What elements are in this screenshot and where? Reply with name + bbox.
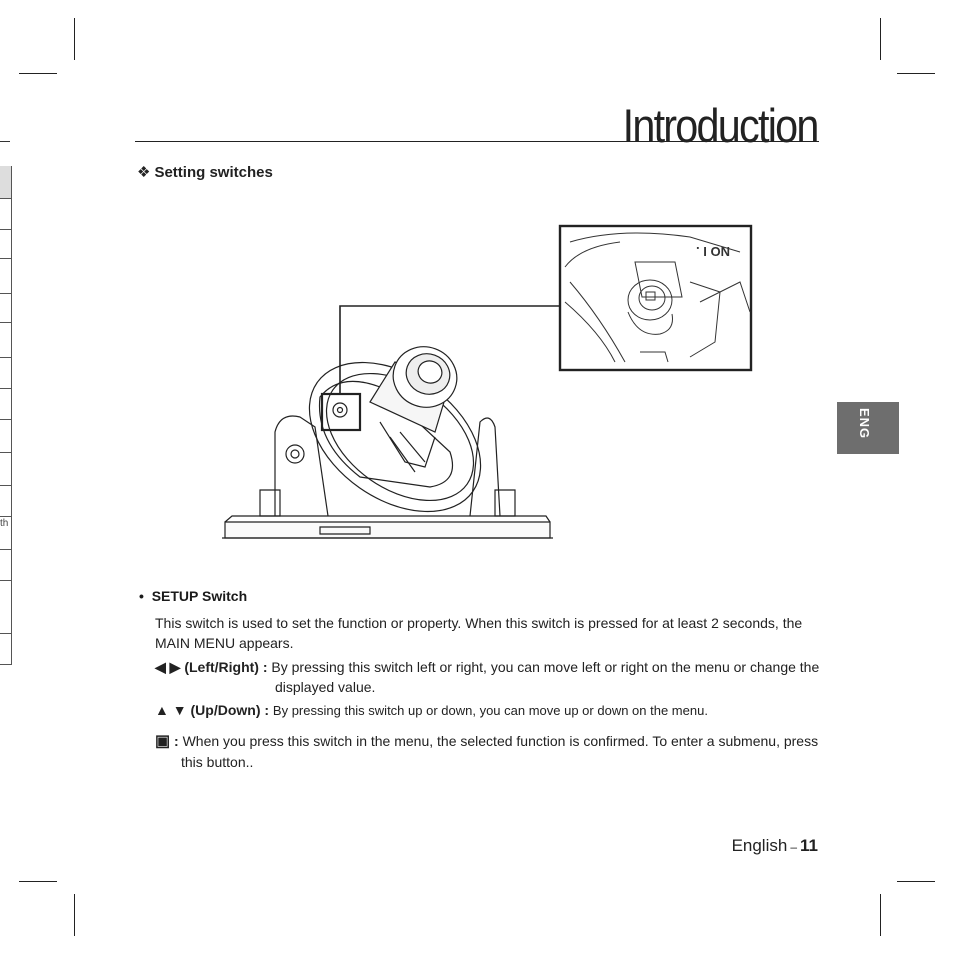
left-right-entry: ◀ ▶ (Left/Right) : By pressing this swit… (155, 657, 835, 697)
select-text: When you press this switch in the menu, … (182, 733, 819, 749)
svg-text:NO I .: NO I . (696, 244, 730, 259)
left-tab-cell (0, 294, 12, 323)
up-down-entry: ▲ ▼ (Up/Down) : By pressing this switch … (155, 700, 835, 721)
left-tab-cell (0, 358, 12, 389)
crop-mark (19, 881, 57, 882)
crop-mark (880, 894, 881, 936)
left-tab-cell (0, 453, 12, 486)
left-tab-cell (0, 166, 12, 199)
bullet: • (139, 588, 144, 604)
crop-mark (897, 881, 935, 882)
crop-mark (74, 18, 75, 60)
left-tab-cell (0, 581, 12, 634)
left-tab-fragment: th (0, 518, 9, 529)
crop-mark (897, 73, 935, 74)
left-right-arrows: ◀ ▶ (155, 659, 181, 675)
setup-heading-text: SETUP Switch (151, 588, 248, 604)
left-tab-cell (0, 259, 12, 294)
setup-heading: • SETUP Switch (139, 588, 247, 604)
left-tab-cell (0, 230, 12, 259)
camera-illustration: NO I . (222, 224, 753, 539)
language-tab: ENG (837, 402, 899, 454)
left-tab-cell (0, 323, 12, 358)
crop-mark (880, 18, 881, 60)
left-tab-cell (0, 517, 12, 550)
section-title: Setting switches (154, 164, 273, 181)
section-marker: ❖ (137, 164, 151, 181)
left-tab-cell (0, 634, 12, 665)
left-tab-cell (0, 486, 12, 517)
select-label: : (174, 733, 179, 749)
left-right-text: By pressing this switch left or right, y… (271, 659, 820, 675)
footer-dash: – (790, 840, 798, 854)
left-right-text-cont: displayed value. (275, 679, 376, 695)
section-heading: ❖Setting switches (137, 163, 273, 181)
select-entry: ▣ : When you press this switch in the me… (155, 731, 835, 772)
left-tab-cell (0, 550, 12, 581)
language-tab-label: ENG (857, 408, 872, 440)
up-down-label: (Up/Down) : (190, 702, 270, 718)
crop-mark (74, 894, 75, 936)
page-title: Introduction (622, 99, 820, 152)
left-right-label: (Left/Right) : (184, 659, 268, 675)
footer-language: English (731, 836, 788, 855)
title-rule (135, 141, 819, 142)
up-down-arrows: ▲ ▼ (155, 702, 187, 718)
left-tab-cell (0, 199, 12, 230)
crop-mark (19, 73, 57, 74)
page-footer: English–11 (732, 836, 818, 856)
setup-intro-line: MAIN MENU appears. (155, 635, 294, 651)
left-tab-cell (0, 389, 12, 420)
select-icon: ▣ (155, 733, 171, 750)
up-down-text: By pressing this switch up or down, you … (272, 703, 708, 718)
setup-intro-line: This switch is used to set the function … (155, 615, 803, 631)
left-tick (0, 141, 10, 142)
select-text-cont: this button.. (181, 754, 254, 770)
page-number: 11 (800, 836, 818, 855)
left-page-tabs (0, 166, 12, 666)
setup-intro: This switch is used to set the function … (155, 613, 825, 653)
left-tab-cell (0, 420, 12, 453)
